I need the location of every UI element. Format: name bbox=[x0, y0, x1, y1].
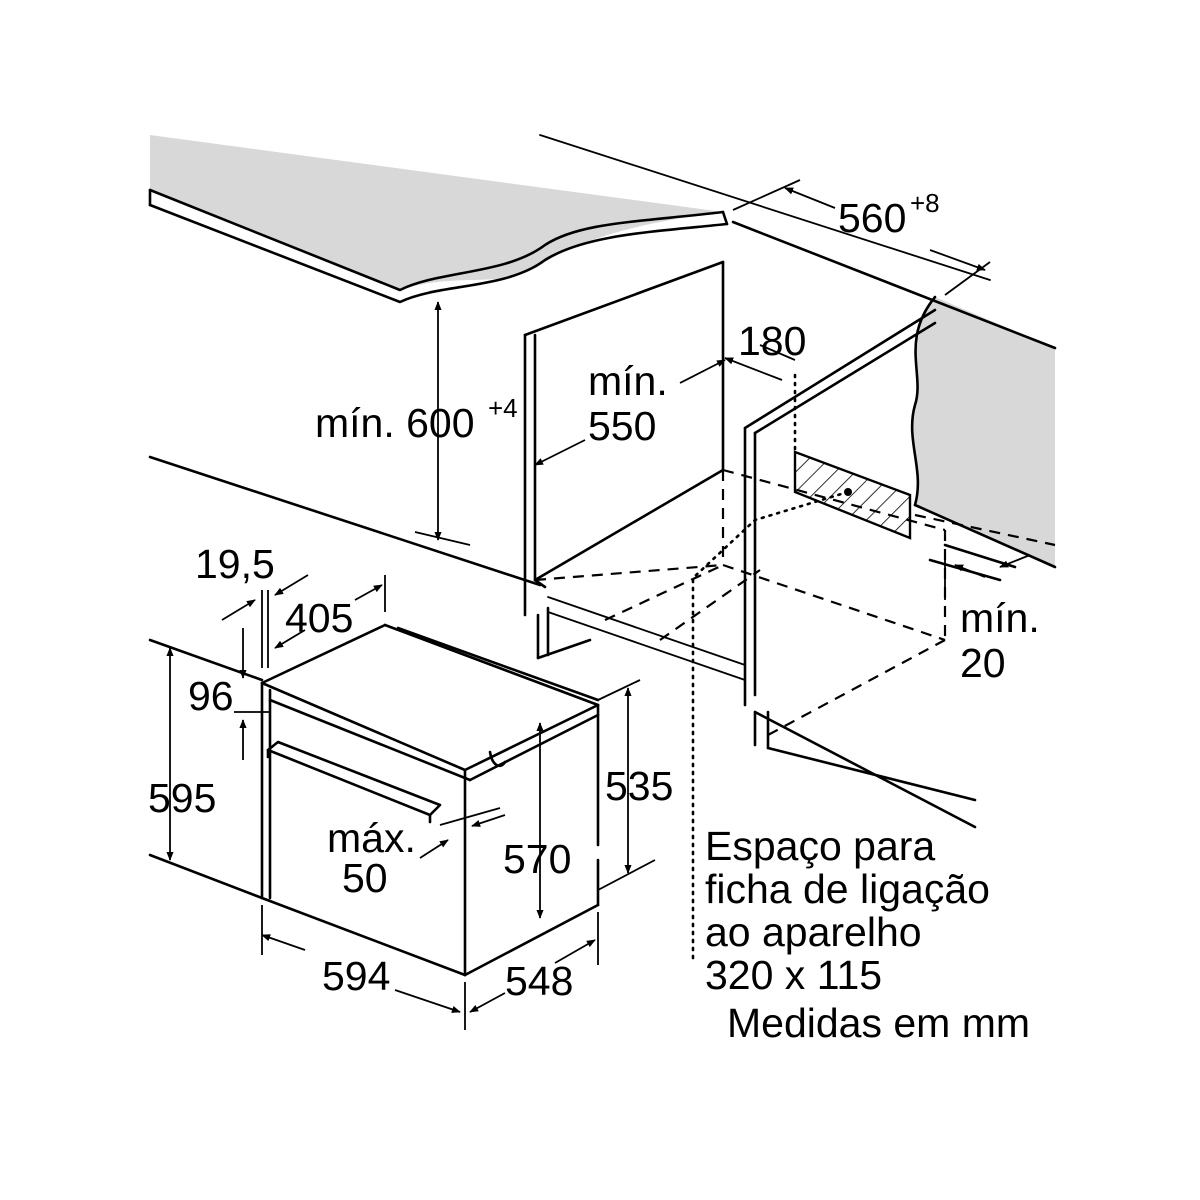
socket-area bbox=[691, 373, 912, 962]
label-180: 180 bbox=[738, 318, 806, 364]
units-note: Medidas em mm bbox=[727, 1000, 1030, 1046]
label-19-5: 19,5 bbox=[195, 541, 275, 587]
label-535: 535 bbox=[605, 763, 673, 809]
note-line-3: ao aparelho bbox=[705, 909, 922, 955]
note-line-2: ficha de ligação bbox=[705, 866, 990, 912]
label-600: mín. 600 bbox=[315, 400, 475, 446]
label-548: 548 bbox=[505, 958, 573, 1004]
label-595: 595 bbox=[148, 775, 216, 821]
socket-note: Espaço para ficha de ligação ao aparelho… bbox=[705, 823, 1030, 1046]
label-594: 594 bbox=[322, 953, 390, 999]
note-line-4: 320 x 115 bbox=[705, 952, 882, 998]
label-600-tolerance: +4 bbox=[488, 393, 518, 423]
dimension-labels: 560 +8 mín. 550 180 mín. 600 +4 mín. 20 … bbox=[148, 188, 1040, 1004]
label-max: máx. bbox=[327, 815, 416, 861]
dimension-lines bbox=[166, 179, 1031, 1030]
countertop bbox=[148, 134, 991, 304]
label-570: 570 bbox=[503, 836, 571, 882]
label-50: 50 bbox=[342, 855, 388, 901]
oven bbox=[260, 623, 600, 977]
label-20: 20 bbox=[960, 640, 1006, 686]
label-550: 550 bbox=[588, 403, 656, 449]
label-560: 560 bbox=[838, 195, 906, 241]
label-min-1: mín. bbox=[588, 358, 668, 404]
label-560-tolerance: +8 bbox=[910, 188, 940, 218]
label-96: 96 bbox=[188, 673, 234, 719]
cabinet-niche bbox=[523, 260, 977, 829]
note-line-1: Espaço para bbox=[705, 823, 935, 869]
label-405: 405 bbox=[285, 595, 353, 641]
label-min-2: mín. bbox=[960, 595, 1040, 641]
